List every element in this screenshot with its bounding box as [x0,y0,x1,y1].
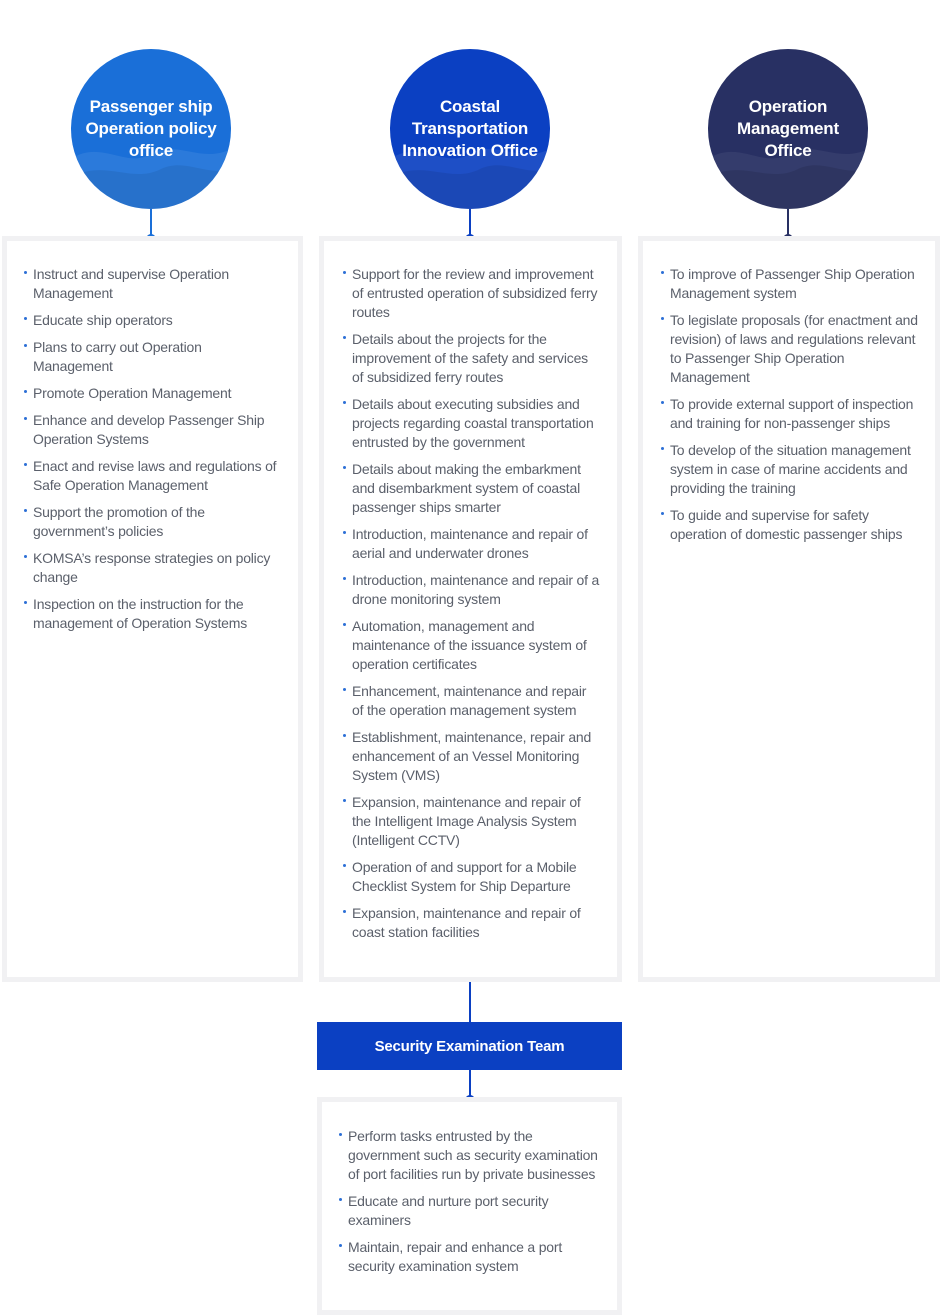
duty-item: Establishment, maintenance, repair and e… [342,728,601,785]
duty-item: Automation, management and maintenance o… [342,617,601,674]
duty-item: Support for the review and improvement o… [342,265,601,322]
office-title: Passenger ship Operation policy office [85,97,217,160]
duty-item: Details about executing subsidies and pr… [342,395,601,452]
duty-item: Expansion, maintenance and repair of the… [342,793,601,850]
duty-item: Educate and nurture port security examin… [338,1192,603,1230]
duty-item: Perform tasks entrusted by the governmen… [338,1127,603,1184]
wave-decoration [71,149,231,209]
duty-list: To improve of Passenger Ship Operation M… [660,265,921,544]
office-circle-coastal-transportation: Coastal Transportation Innovation Office [390,49,550,209]
duty-item: To develop of the situation management s… [660,441,921,498]
connector-line [469,982,471,1022]
duty-item: Enhance and develop Passenger Ship Opera… [23,411,282,449]
duty-item: Plans to carry out Operation Management [23,338,282,376]
connector-line [787,209,789,237]
duty-list: Instruct and supervise Operation Managem… [23,265,282,633]
duty-box-operation-management: To improve of Passenger Ship Operation M… [638,236,940,982]
team-title: Security Examination Team [374,1037,565,1055]
office-circle-operation-management: Operation Management Office [708,49,868,209]
duty-item: Promote Operation Management [23,384,282,403]
duty-item: Enhancement, maintenance and repair of t… [342,682,601,720]
duty-item: Support the promotion of the government’… [23,503,282,541]
duty-box-coastal-transportation: Support for the review and improvement o… [319,236,622,982]
duty-item: To provide external support of inspectio… [660,395,921,433]
duty-list: Support for the review and improvement o… [342,265,601,942]
wave-decoration [708,149,868,209]
team-header-security-examination: Security Examination Team [317,1022,622,1070]
duty-item: Details about making the embarkment and … [342,460,601,517]
duty-box-passenger-ship-policy: Instruct and supervise Operation Managem… [2,236,303,982]
duty-item: Inspection on the instruction for the ma… [23,595,282,633]
duty-item: Introduction, maintenance and repair of … [342,571,601,609]
duty-item: Instruct and supervise Operation Managem… [23,265,282,303]
connector-line [150,209,152,237]
duty-item: Expansion, maintenance and repair of coa… [342,904,601,942]
duty-item: KOMSA’s response strategies on policy ch… [23,549,282,587]
office-title: Operation Management Office [737,97,839,160]
duty-item: Enact and revise laws and regulations of… [23,457,282,495]
duty-item: Educate ship operators [23,311,282,330]
connector-line [469,1070,471,1100]
connector-line [469,209,471,237]
duty-item: To improve of Passenger Ship Operation M… [660,265,921,303]
office-title: Coastal Transportation Innovation Office [402,97,538,160]
duty-item: Operation of and support for a Mobile Ch… [342,858,601,896]
duty-item: To legislate proposals (for enactment an… [660,311,921,387]
duty-box-security-examination: Perform tasks entrusted by the governmen… [317,1097,622,1315]
duty-item: To guide and supervise for safety operat… [660,506,921,544]
office-circle-passenger-ship-policy: Passenger ship Operation policy office [71,49,231,209]
duty-item: Maintain, repair and enhance a port secu… [338,1238,603,1276]
duty-item: Introduction, maintenance and repair of … [342,525,601,563]
duty-item: Details about the projects for the impro… [342,330,601,387]
wave-decoration [390,149,550,209]
duty-list: Perform tasks entrusted by the governmen… [338,1127,603,1276]
